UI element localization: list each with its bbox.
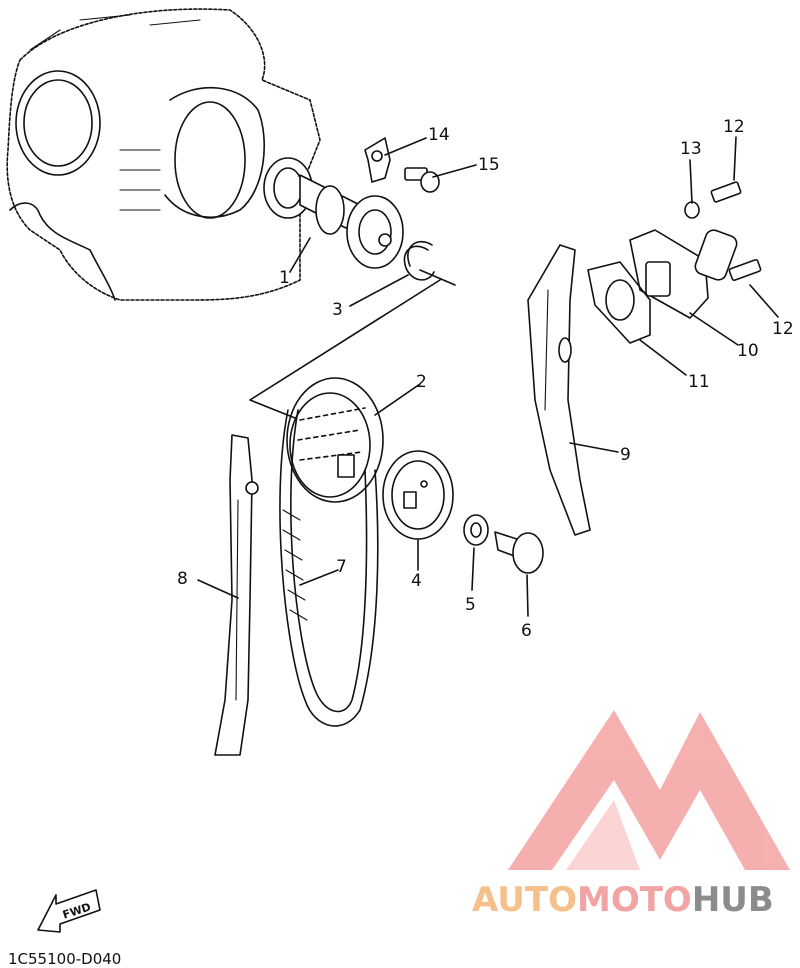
- bracket: [364, 137, 391, 183]
- callout-2: 2: [416, 372, 427, 392]
- sprocket-plate: [382, 450, 454, 540]
- callout-6: 6: [521, 621, 532, 641]
- callout-10: 10: [737, 341, 759, 361]
- callout-8: 8: [177, 569, 188, 589]
- callout-12-top: 12: [723, 117, 745, 137]
- callout-9: 9: [620, 445, 631, 465]
- bolt-12-lower: [728, 258, 762, 282]
- bolt-6: [494, 531, 544, 574]
- cylinder-head: [6, 8, 321, 301]
- callouts: 1 2 3 4 5 6 7 8 9 10 11 12 12 13 14 15: [177, 117, 794, 641]
- callout-7: 7: [336, 557, 347, 577]
- watermark-hub: HUB: [691, 880, 774, 920]
- bolt-12-upper: [710, 181, 742, 203]
- callout-4: 4: [411, 571, 422, 591]
- cam-sprocket: [286, 377, 384, 503]
- assembly-lines: [249, 269, 456, 419]
- watermark-moto: MOTO: [576, 880, 692, 920]
- camshaft: [263, 157, 404, 269]
- drawing-code: 1C55100-D040: [8, 950, 122, 968]
- callout-14: 14: [428, 125, 450, 145]
- timing-chain: [279, 409, 379, 727]
- callout-5: 5: [465, 595, 476, 615]
- callout-13: 13: [680, 139, 702, 159]
- callout-11: 11: [688, 372, 710, 392]
- callout-3: 3: [332, 300, 343, 320]
- chain-guide-intake: [527, 244, 591, 536]
- chain-guide-exhaust: [214, 434, 259, 756]
- washer-13: [684, 201, 700, 219]
- circlip: [403, 240, 435, 281]
- watermark-logo: [508, 710, 790, 870]
- chain-tensioner: [629, 229, 738, 319]
- washer: [463, 514, 489, 546]
- fwd-arrow-icon: FWD: [37, 889, 101, 933]
- watermark-text: AUTOMOTOHUB: [472, 880, 774, 920]
- callout-12-right: 12: [772, 319, 794, 339]
- watermark-auto: AUTO: [472, 880, 577, 920]
- bolt-15: [404, 167, 440, 193]
- leader-lines: [197, 136, 779, 617]
- tensioner-gasket: [587, 261, 651, 344]
- callout-1: 1: [279, 268, 290, 288]
- callout-15: 15: [478, 155, 500, 175]
